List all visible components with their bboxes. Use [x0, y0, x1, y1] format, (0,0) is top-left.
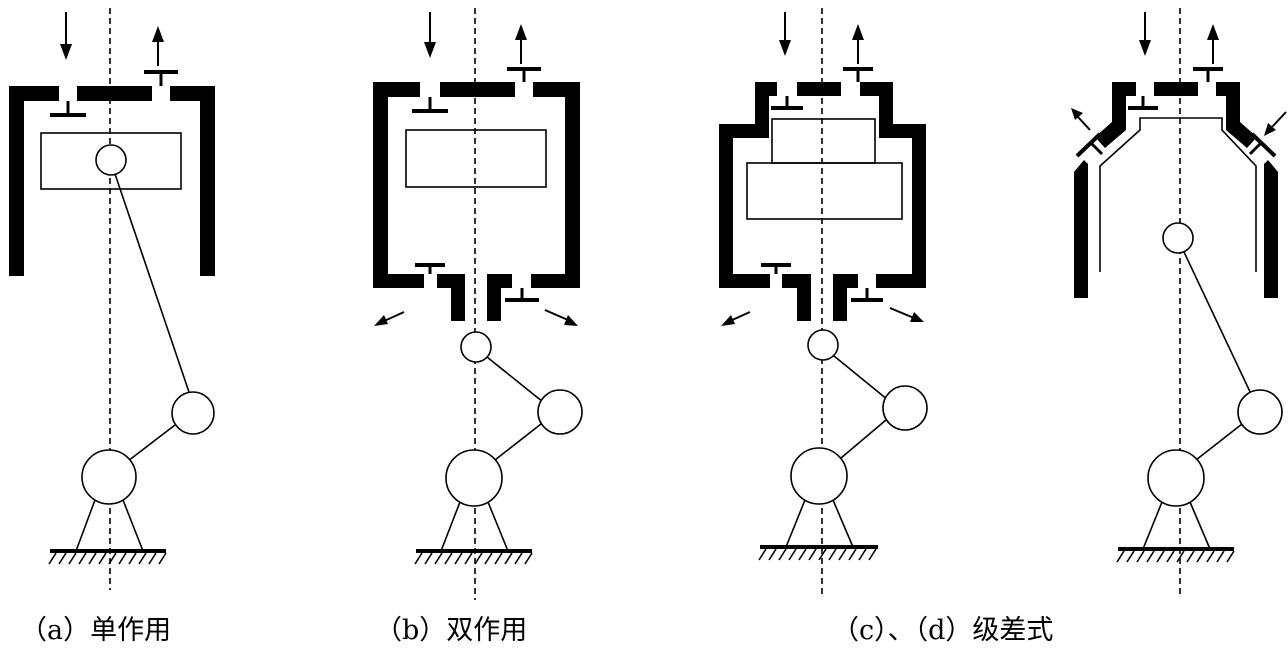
outlet-arrow: [1207, 24, 1219, 64]
discharge-arrow-left: [374, 311, 405, 326]
outlet-valve: [144, 70, 178, 86]
crankshaft: [445, 449, 503, 507]
piston-large-step: [746, 162, 903, 220]
inlet-arrow: [60, 12, 72, 60]
diagram-d-differential: [1071, 8, 1287, 595]
valve-side-right: [1248, 132, 1277, 158]
discharge-arrow-right: [889, 307, 924, 322]
crosshead-pin: [460, 331, 492, 363]
outlet-valve-top: [507, 67, 541, 82]
inlet-arrow: [424, 12, 436, 58]
support-legs: [785, 499, 854, 548]
inlet-arrow: [779, 12, 791, 56]
crank-pin: [882, 385, 928, 431]
crankshaft: [790, 447, 848, 505]
crank-arm: [127, 424, 176, 462]
wrist-pin: [95, 144, 127, 176]
crank-arm: [494, 423, 542, 461]
ground-hatch: [48, 552, 167, 565]
diagram-b-double-acting: [373, 8, 583, 600]
connecting-rod: [114, 173, 191, 396]
cylinder-wall: [719, 82, 926, 321]
outlet-arrow: [152, 26, 164, 66]
inlet-valve-bottom: [761, 263, 791, 274]
inlet-valve-top: [771, 96, 803, 110]
crank-arm: [1195, 423, 1243, 461]
piston: [40, 132, 182, 190]
outlet-arrow: [852, 24, 864, 64]
outlet-valve-bottom: [851, 288, 883, 302]
ground-hatch: [1116, 550, 1235, 563]
inlet-valve-top: [412, 97, 448, 113]
diagram-c-differential: [719, 8, 928, 595]
cylinder-wall: [9, 86, 215, 276]
connecting-rod: [1183, 251, 1253, 397]
inlet-arrow: [1139, 12, 1151, 56]
side-outlet-arrow-left: [1071, 108, 1091, 131]
side-inlet-arrow-right: [1264, 111, 1287, 136]
crank-pin: [537, 389, 583, 435]
connecting-rod: [486, 356, 544, 403]
support-legs: [440, 501, 509, 552]
support-legs: [1142, 501, 1211, 550]
connecting-rod: [833, 355, 889, 401]
piston: [405, 129, 547, 188]
diagram-a-single-acting: [9, 8, 215, 590]
outlet-valve-bottom: [505, 288, 539, 302]
crank-arm: [840, 419, 887, 459]
piston-pin: [1162, 222, 1194, 254]
ground-hatch: [758, 548, 877, 561]
crosshead-pin: [807, 329, 839, 361]
support-legs: [75, 499, 144, 552]
caption-a: （a）单作用: [20, 615, 172, 646]
crankshaft: [1147, 449, 1205, 507]
ground-hatch: [414, 552, 533, 565]
crank-pin: [171, 391, 215, 435]
valve-top-right: [1193, 67, 1223, 82]
inlet-valve-bottom: [415, 263, 445, 274]
inlet-valve: [50, 101, 86, 117]
crankshaft: [81, 449, 137, 505]
cylinder-wall: [1074, 82, 1278, 298]
piston-outline: [1099, 117, 1257, 272]
cylinder-wall: [373, 82, 580, 321]
caption-b: （b）双作用: [375, 615, 528, 646]
discharge-arrow-left: [721, 311, 751, 326]
outlet-valve-top: [843, 67, 873, 82]
discharge-arrow-right: [544, 309, 578, 326]
piston-small-step: [771, 118, 876, 164]
valve-top-left: [1128, 96, 1158, 110]
caption-cd: （c）、（d）级差式: [832, 615, 1054, 646]
outlet-arrow: [515, 24, 527, 64]
crank-pin: [1237, 389, 1283, 435]
valve-side-left: [1075, 132, 1104, 158]
